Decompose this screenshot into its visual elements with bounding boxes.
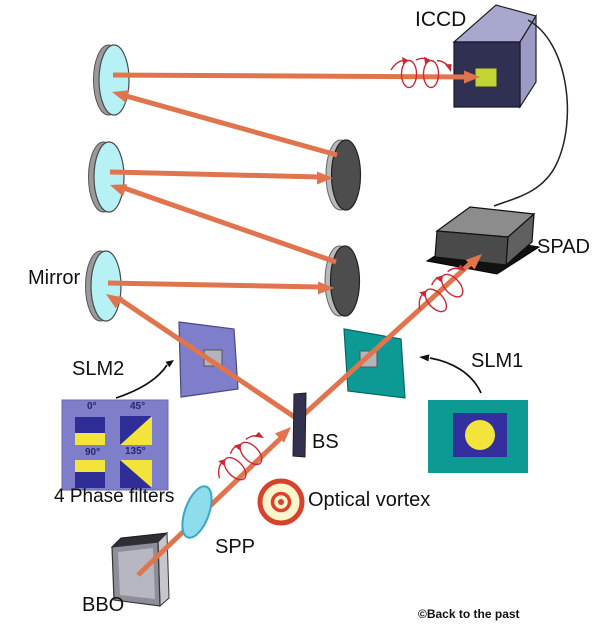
slm1-panel: [343, 328, 406, 399]
phase-filter-135: [120, 460, 152, 488]
slm2-pointer-arrow: [115, 360, 174, 399]
phase-filter-90: [75, 460, 105, 488]
slm1-label: SLM1: [471, 350, 524, 372]
bbo-label: BBO: [82, 594, 125, 616]
dark-mirror-1: [325, 139, 362, 211]
beam-mirror1-to-iccd: [112, 70, 480, 84]
phase-filter-0: [75, 417, 105, 445]
phase-angle-45-label: 45°: [130, 401, 146, 412]
phase-angle-0-label: 0°: [87, 401, 97, 412]
beam-bs-to-mirror3: [106, 294, 298, 421]
mirror-1: [93, 44, 130, 116]
phase-angle-135-label: 135°: [125, 446, 146, 457]
beam-mirror2-to-dark-mirror1: [109, 169, 333, 185]
credit-label: ©Back to the past: [418, 607, 520, 621]
spp-lens: [181, 485, 213, 539]
iccd-camera: [452, 4, 537, 110]
optical-vortex-icon: [257, 478, 305, 526]
dark-mirror-2: [324, 245, 361, 317]
mirror-2: [88, 141, 125, 213]
phase-angle-90-label: 90°: [85, 447, 101, 458]
slm1-hologram-inset: [428, 400, 528, 473]
spad-label: SPAD: [537, 236, 590, 258]
iccd-cable: [493, 19, 569, 207]
slm2-label: SLM2: [72, 358, 125, 380]
vortex-spiral-iccd-beam: [390, 56, 453, 89]
phase-filter-45: [120, 416, 152, 445]
beam-dark-mirror1-to-mirror1: [112, 90, 338, 158]
mirror-label: Mirror: [28, 267, 81, 289]
iccd-label: ICCD: [415, 8, 467, 31]
beam-mirror3-to-dark-mirror2: [107, 280, 334, 295]
phase-filters-inset: [61, 399, 169, 491]
beam-splitter: [292, 392, 307, 458]
optical-vortex-label: Optical vortex: [308, 489, 431, 511]
beam-bs-to-spad: [298, 254, 482, 420]
spad-detector: [425, 206, 541, 275]
beam-dark-mirror2-to-mirror2: [110, 184, 337, 265]
phase-filters-label: 4 Phase filters: [54, 486, 175, 507]
spp-label: SPP: [215, 536, 256, 558]
bs-label: BS: [312, 431, 339, 453]
vortex-spiral-bs-beam: [209, 425, 276, 492]
slm1-pointer-arrow: [419, 354, 482, 394]
mirror-3: [85, 250, 122, 322]
